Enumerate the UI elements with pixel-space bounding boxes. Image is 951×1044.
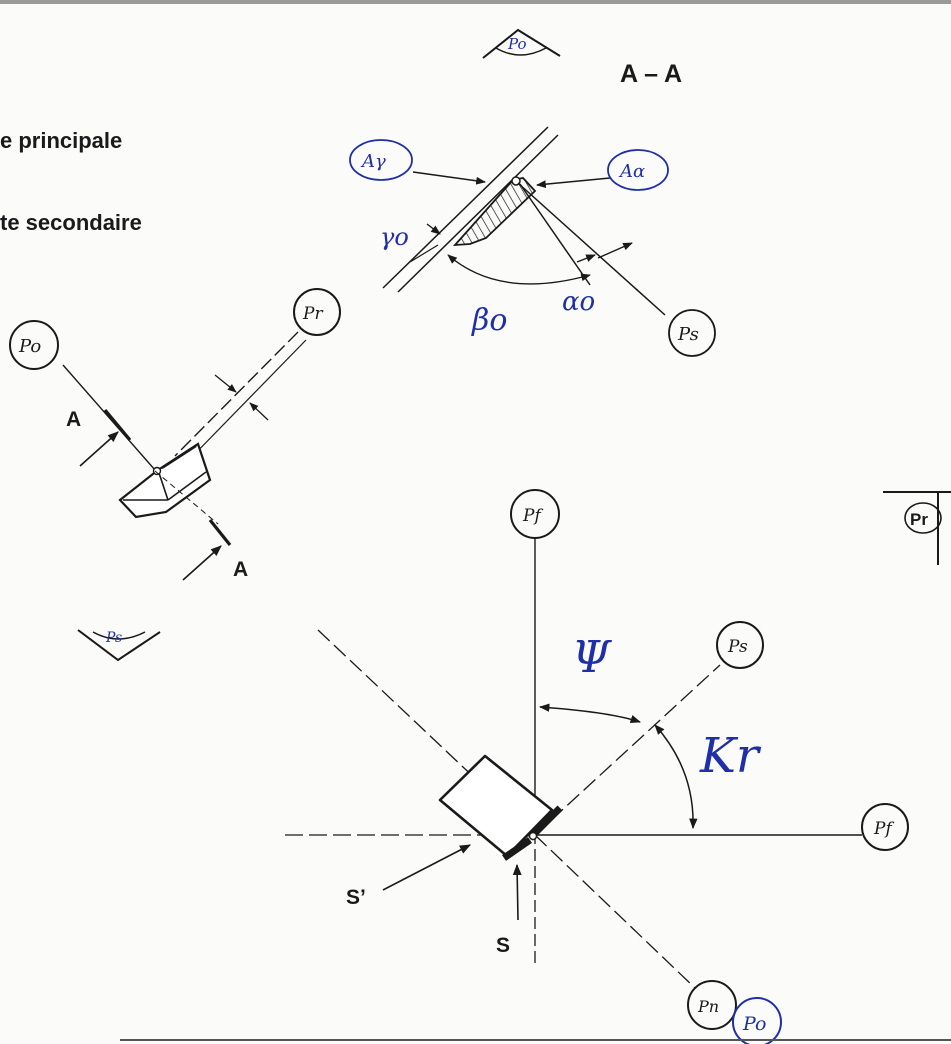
s-prime-label: S’ [346, 886, 366, 909]
pn-label: Pn [697, 997, 719, 1016]
tool-view-left: Po Pr [9, 288, 341, 581]
gamma-o-label: γo [380, 223, 409, 251]
psi-label: Ψ [572, 632, 612, 683]
ps-symbol-label: Ps [105, 630, 122, 646]
kr-label: Kr [699, 728, 762, 784]
ps-view-symbol: Ps [77, 629, 161, 662]
ps-section-label: Ps [677, 324, 699, 345]
pf-right-label: Pf [873, 819, 894, 839]
alpha-o-label: αo [562, 287, 595, 317]
label-arete-secondaire: te secondaire [0, 210, 142, 235]
pr-left-label: Pr [302, 304, 323, 324]
a-alpha-label: Aα [618, 161, 645, 182]
po-view-symbol-top: Po [482, 28, 561, 59]
section-title: A – A [620, 60, 682, 88]
section-mark-a-top: A [66, 408, 81, 431]
ps-right-label: Ps [727, 637, 748, 657]
section-mark-a-bottom: A [233, 558, 248, 581]
ps-section-callout: Ps [668, 309, 716, 357]
beta-o-label: βo [471, 303, 507, 338]
a-gamma-callout: Aγ [349, 139, 413, 181]
pr-box-label: Pr [910, 510, 928, 529]
s-label: S [496, 934, 510, 957]
po-top-label: Po [507, 35, 527, 53]
section-view [382, 126, 666, 316]
po-left-label: Po [18, 336, 41, 357]
label-arete-principale: e principale [0, 128, 123, 153]
pr-view-box: Pr [883, 491, 951, 565]
a-gamma-label: Aγ [360, 151, 386, 172]
po-bottom-label: Po [742, 1013, 766, 1035]
a-alpha-callout: Aα [607, 149, 669, 191]
plan-view: Pf Pf Ps Pn Po [285, 489, 909, 1044]
pf-top-label: Pf [522, 506, 543, 526]
